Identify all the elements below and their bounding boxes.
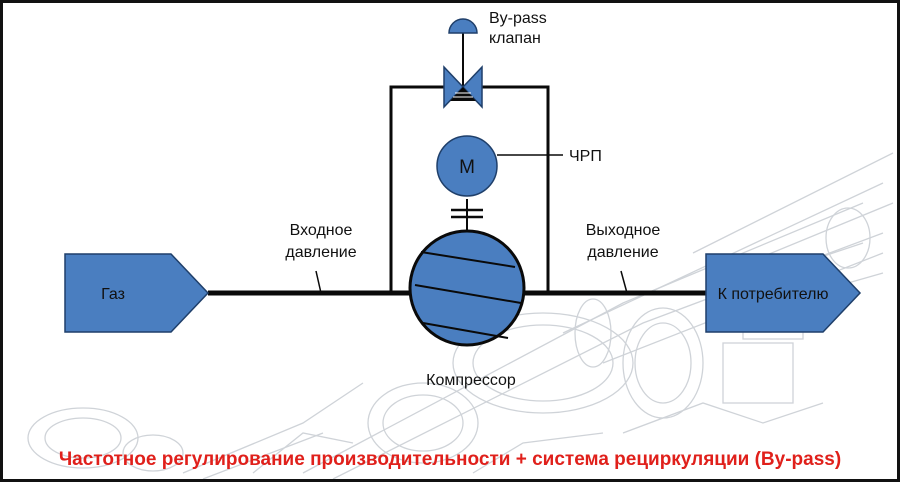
consumer-block bbox=[705, 253, 862, 333]
bypass-valve-label-line1: By-pass bbox=[489, 10, 547, 27]
inlet-pressure-leader bbox=[315, 270, 322, 294]
diagram-caption: Частотное регулирование производительнос… bbox=[59, 449, 841, 470]
gas-source-label: Газ bbox=[101, 286, 125, 303]
vfd-label: ЧРП bbox=[569, 148, 602, 165]
compressor bbox=[408, 229, 526, 347]
inlet-pressure-label-line1: Входное bbox=[290, 222, 353, 239]
gas-source-block bbox=[64, 253, 210, 333]
compressor-label: Компрессор bbox=[426, 372, 516, 389]
motor-letter: M bbox=[459, 157, 475, 178]
bypass-valve bbox=[443, 18, 483, 109]
motor-coupling bbox=[451, 199, 483, 231]
bypass-valve-label-line2: клапан bbox=[489, 30, 541, 47]
consumer-label: К потребителю bbox=[718, 286, 829, 303]
outlet-pressure-label-line2: давление bbox=[587, 244, 658, 261]
outlet-pressure-leader bbox=[620, 270, 628, 294]
inlet-pressure-label-line2: давление bbox=[285, 244, 356, 261]
motor bbox=[436, 135, 498, 197]
diagram-canvas: Газ К потребителю Входное давление Выход… bbox=[27, 10, 894, 479]
outlet-pressure-label-line1: Выходное bbox=[586, 222, 661, 239]
